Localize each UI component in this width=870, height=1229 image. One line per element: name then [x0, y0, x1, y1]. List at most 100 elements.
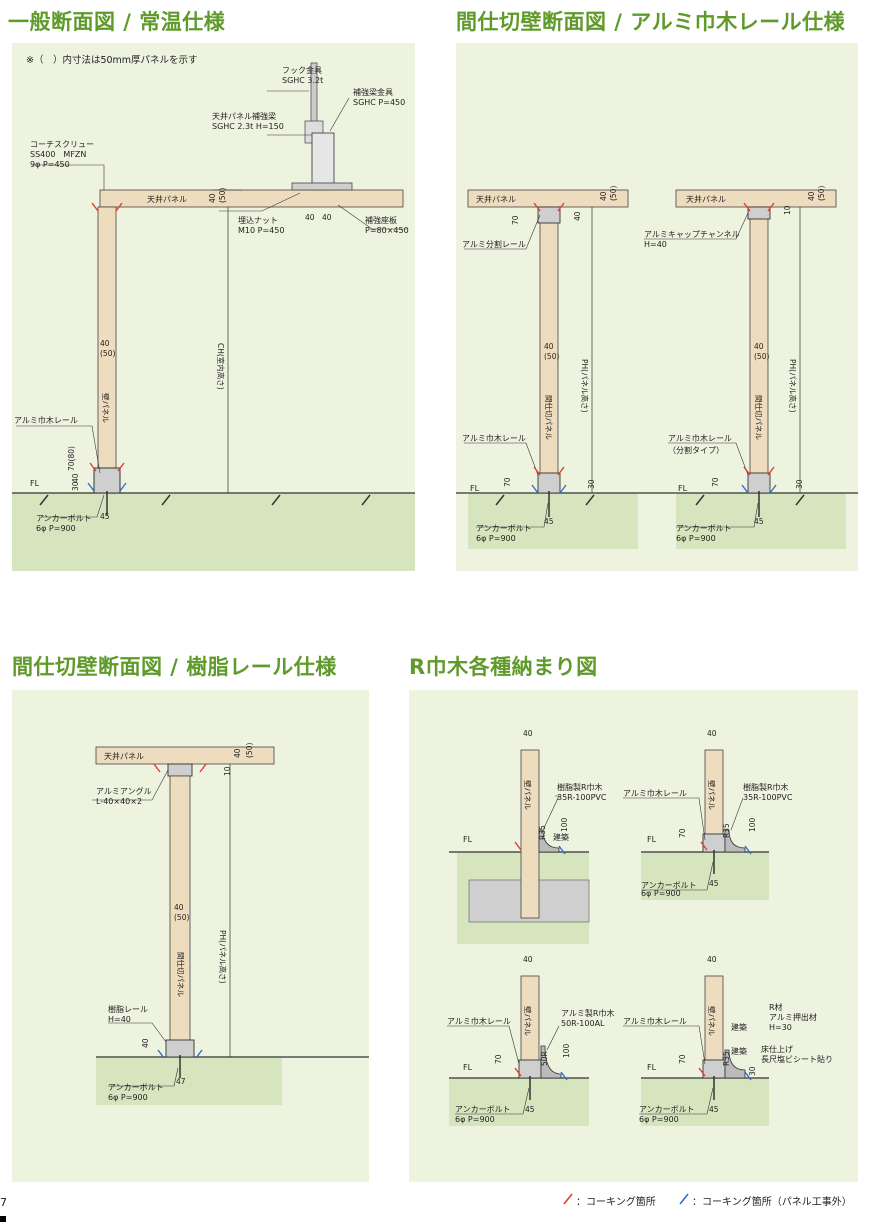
base-tr	[724, 829, 746, 853]
dim-40-mid-2l: 40	[544, 342, 554, 351]
label-anchor-spec-bl: 6φ P=900	[455, 1115, 495, 1124]
label-reinf-spec: SGHC P=450	[353, 98, 405, 107]
label-beam-spec: SGHC 2.3t H=150	[212, 122, 284, 131]
split-rail-top	[537, 206, 561, 224]
reinforcement-plate	[291, 182, 353, 191]
label-ceiling-3: 天井パネル	[104, 751, 144, 761]
label-fl-1: FL	[30, 479, 40, 488]
aluminum-rail-drawing: 天井パネル 40 (50) 70 40 アルミ分割レール 40 (50) 間仕切…	[456, 186, 858, 549]
label-angle: アルミアングル	[96, 786, 152, 796]
label-rail-1: アルミ巾木レール	[14, 415, 78, 425]
panel-general-section: ※（ ）内寸法は50mm厚パネルを示す	[12, 43, 415, 571]
label-base-tl: 樹脂製R巾木	[557, 782, 603, 792]
dim-100-tr: 100	[748, 817, 757, 832]
label-plate-spec: P=80×450	[365, 226, 409, 235]
dim-50-3: (50)	[245, 743, 254, 758]
label-ceiling-2r: 天井パネル	[686, 194, 726, 204]
label-kenchiku-tl: 建築	[553, 832, 569, 842]
dim-50-2r: (50)	[817, 186, 826, 201]
label-wall-tr: 壁パネル	[707, 780, 717, 810]
label-ch: CH(室内高さ)	[216, 343, 226, 390]
dim-45-1: 45	[100, 512, 110, 521]
label-anchor-2r: アンカーボルト	[676, 524, 732, 533]
dim-30-rail: 30	[71, 481, 80, 491]
label-anchor-2l: アンカーボルト	[476, 524, 532, 533]
dim-40-bot-3: 40	[141, 1038, 150, 1048]
base-rail-1	[93, 467, 121, 494]
label-fl-bl: FL	[463, 1063, 473, 1072]
dim-40-2r: 40	[807, 191, 816, 201]
label-rail-br: アルミ巾木レール	[623, 1016, 687, 1026]
label-sheet-br: 長尺塩ビシート貼り	[761, 1054, 833, 1064]
dim-40-2l: 40	[599, 191, 608, 201]
label-rail-2r: アルミ巾木レール	[668, 433, 732, 443]
section-title-general: 一般断面図 / 常温仕様	[8, 10, 226, 34]
dim-40-mid-3: 40	[174, 903, 184, 912]
reinforcement-beam	[311, 132, 335, 191]
base-tl	[538, 829, 560, 853]
label-push-br: アルミ押出材	[769, 1012, 817, 1022]
label-kenchiku1-br: 建築	[731, 1022, 747, 1032]
label-anchor-3: アンカーボルト	[108, 1083, 164, 1092]
legend-blue-text: ：コーキング箇所（パネル工事外）	[692, 1197, 852, 1208]
label-split-rail: アルミ分割レール	[462, 239, 526, 249]
dim-40-y: 40	[322, 213, 332, 222]
label-nut-spec: M10 P=450	[238, 226, 284, 235]
label-resin-h: H=40	[108, 1015, 131, 1024]
ceiling-panel-1	[99, 189, 404, 208]
label-rail-tr: アルミ巾木レール	[623, 788, 687, 798]
label-anchor-spec-1: 6φ P=900	[36, 524, 76, 533]
dim-40-br: 40	[707, 955, 717, 964]
section-title-resin-rail: 間仕切壁断面図 / 樹脂レール仕様	[12, 655, 337, 679]
label-anchor-br: アンカーボルト	[639, 1105, 695, 1114]
label-partition-3: 間仕切パネル	[176, 952, 186, 997]
panel-aluminum-rail: 天井パネル 40 (50) 70 40 アルミ分割レール 40 (50) 間仕切…	[456, 43, 858, 571]
legend-red-text: ：コーキング箇所	[576, 1197, 656, 1208]
label-r-tl: R35	[538, 825, 547, 840]
dim-40-mid-2r: 40	[754, 342, 764, 351]
label-nut: 埋込ナット	[238, 215, 278, 225]
label-base-spec-tr: 35R-100PVC	[743, 793, 793, 802]
label-coach-spec1: SS400 MFZN	[30, 150, 86, 159]
dim-40-x: 40	[305, 213, 315, 222]
dim-100-bl: 100	[562, 1043, 571, 1058]
label-ph-2l: PH(パネル高さ)	[580, 359, 590, 413]
label-partition-2r: 間仕切パネル	[754, 395, 764, 440]
cap-channel	[747, 206, 771, 220]
dim-40-tr: 40	[707, 729, 717, 738]
dim-30-2l: 30	[587, 479, 596, 489]
label-reinf: 補強梁金具	[353, 87, 393, 97]
label-r-br: R35	[722, 1051, 731, 1066]
label-plate: 補強座板	[365, 215, 397, 225]
dim-45-br: 45	[709, 1105, 719, 1114]
dim-40-3: 40	[233, 748, 242, 758]
label-coach: コーチスクリュー	[30, 140, 94, 149]
label-resin: 樹脂レール	[108, 1004, 148, 1014]
wall-panel-tl	[520, 749, 540, 919]
base-bl	[540, 1045, 562, 1079]
dim-70-bl: 70	[494, 1054, 503, 1064]
dim-10-3: 10	[223, 766, 232, 776]
dim-45-bl: 45	[525, 1105, 535, 1114]
label-fl-br: FL	[647, 1063, 657, 1072]
label-anchor-spec-tr: 6φ P=900	[641, 889, 681, 898]
ground-fill-1	[12, 493, 415, 571]
dim-40-rail: 40	[71, 473, 80, 483]
dim-45-2l: 45	[544, 517, 554, 526]
legend-blue-mark	[679, 1193, 689, 1205]
dim-10-2r: 10	[783, 205, 792, 215]
label-anchor-tr: アンカーボルト	[641, 881, 697, 890]
label-finish-br: 床仕上げ	[761, 1044, 793, 1054]
page-number: 7	[0, 1196, 7, 1209]
base-rail-2l	[537, 472, 561, 494]
dim-70-br: 70	[678, 1054, 687, 1064]
dim-50-1: (50)	[218, 188, 227, 203]
label-base-spec-bl: 50R-100AL	[561, 1019, 605, 1028]
label-anchor-spec-3: 6φ P=900	[108, 1093, 148, 1102]
resin-rail-drawing: 天井パネル 40 (50) 10 アルミアングル L-40×40×2 40 (5…	[92, 743, 369, 1105]
label-anchor-spec-br: 6φ P=900	[639, 1115, 679, 1124]
label-ph-2r: PH(パネル高さ)	[788, 359, 798, 413]
section-title-r-baseboard: R巾木各種納まり図	[409, 655, 598, 679]
dim-40-bl: 40	[523, 955, 533, 964]
label-ceiling-1: 天井パネル	[147, 194, 187, 204]
